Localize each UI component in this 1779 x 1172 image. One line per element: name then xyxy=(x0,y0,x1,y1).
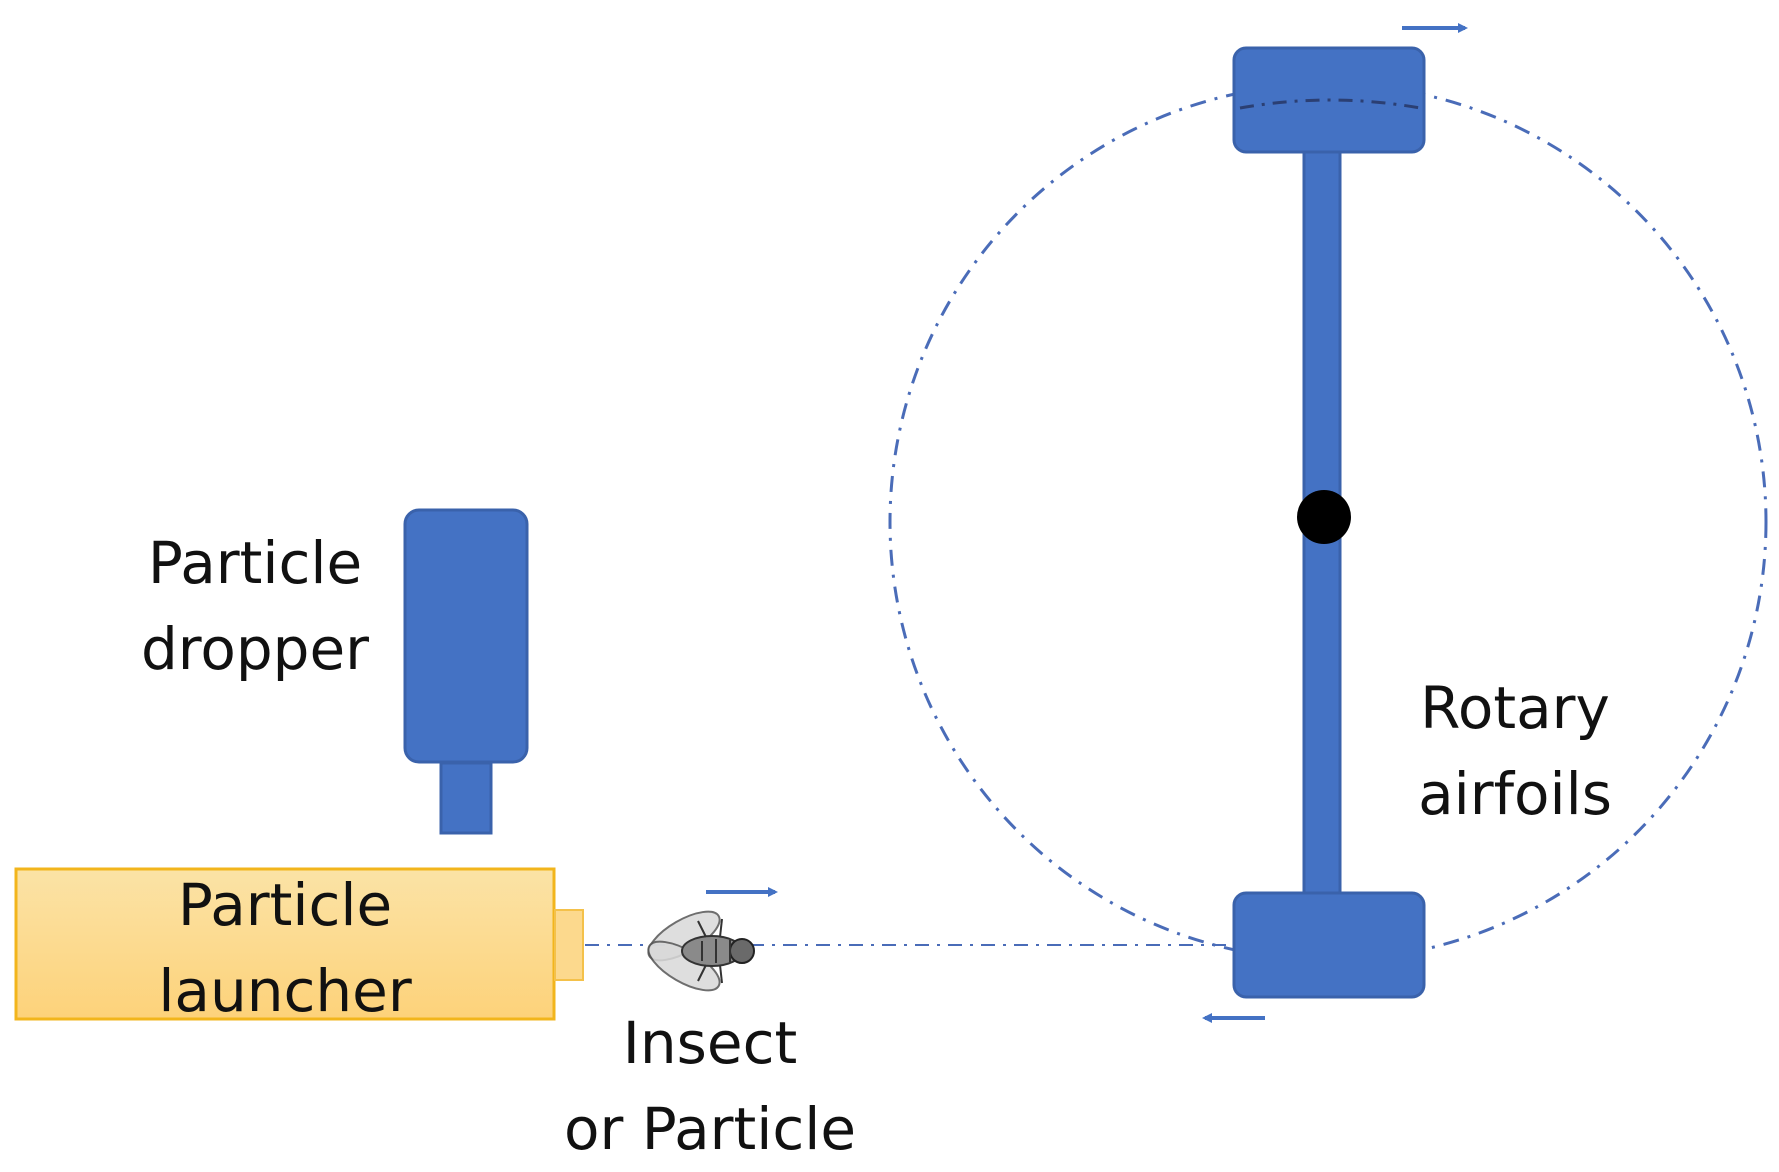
rotor-hub xyxy=(1297,490,1351,544)
insect-or-particle-label: Insect or Particle xyxy=(545,1000,875,1172)
particle-launcher-nozzle xyxy=(554,909,584,981)
insect-or-particle-label-line2: or Particle xyxy=(563,1095,857,1163)
particle-launcher-label: Particle launcher xyxy=(130,862,440,1034)
rotary-airfoils-label: Rotary airfoils xyxy=(1385,665,1645,837)
particle-launcher-body xyxy=(14,867,556,1021)
rotary-airfoils-label-line1: Rotary xyxy=(1420,674,1610,742)
fly-icon xyxy=(647,910,755,992)
particle-dropper-body xyxy=(403,508,529,764)
particle-dropper-label-line2: dropper xyxy=(140,615,370,683)
particle-dropper-label-line1: Particle xyxy=(147,529,363,597)
rotation-path-circle xyxy=(888,82,1768,962)
particle-dropper-nozzle xyxy=(439,761,493,835)
bottom-airfoil xyxy=(1232,891,1426,999)
rotary-airfoils-label-line2: airfoils xyxy=(1418,760,1612,828)
insect-or-particle-label-line1: Insect xyxy=(622,1009,798,1077)
particle-launcher-label-line2: launcher xyxy=(158,957,412,1025)
rotation-path-overlay-top xyxy=(1239,98,1421,110)
particle-launcher-label-line1: Particle xyxy=(177,871,393,939)
particle-dropper-label: Particle dropper xyxy=(110,520,400,692)
